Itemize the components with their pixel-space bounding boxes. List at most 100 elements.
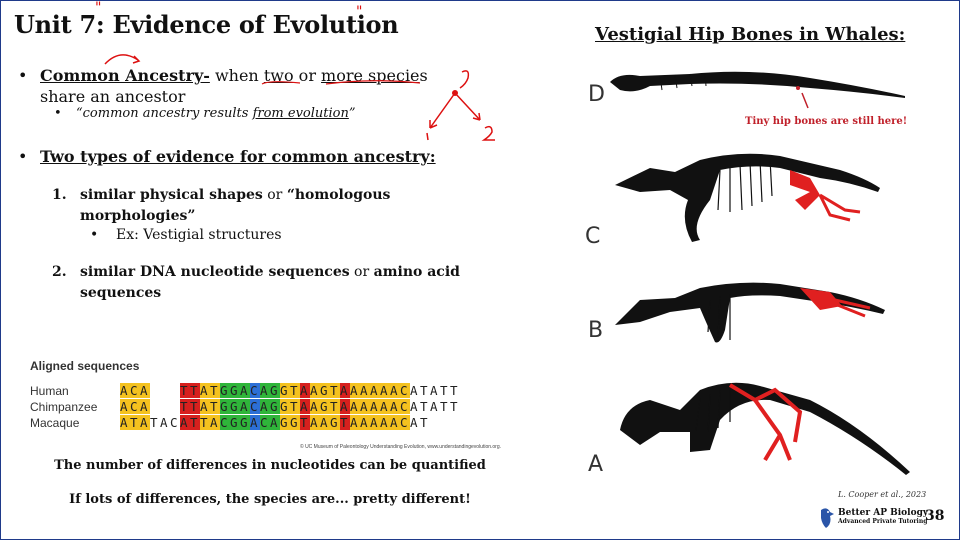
nucleotide: C	[130, 383, 141, 398]
text: two	[263, 66, 294, 85]
text: “homologous morphologies”	[80, 187, 391, 224]
nucleotide	[150, 399, 160, 414]
nucleotide: A	[260, 383, 271, 398]
nucleotide: A	[120, 399, 131, 414]
nucleotide: G	[240, 415, 251, 430]
brand-tagline: Advanced Private Tutoring	[838, 518, 928, 525]
nucleotide: G	[320, 383, 331, 398]
nucleotide: G	[230, 399, 241, 414]
nucleotide: A	[120, 383, 131, 398]
text: Ex: Vestigial structures	[116, 227, 282, 243]
nucleotide: T	[420, 415, 431, 430]
skeleton-label-a: A	[588, 452, 604, 477]
nucleotide: A	[160, 415, 171, 430]
nucleotide: T	[330, 399, 341, 414]
nucleotide: G	[280, 415, 291, 430]
nucleotide: A	[260, 399, 271, 414]
text: similar DNA nucleotide sequences	[80, 264, 350, 280]
nucleotide: T	[130, 415, 141, 430]
nucleotide: G	[270, 399, 281, 414]
nucleotide: A	[120, 415, 131, 430]
evidence-item-2: 2. similar DNA nucleotide sequences or a…	[52, 262, 480, 304]
text: when	[209, 66, 264, 85]
nucleotide: G	[220, 399, 231, 414]
nucleotide: A	[390, 383, 401, 398]
nucleotide: C	[260, 415, 271, 430]
nucleotide: A	[410, 399, 421, 414]
text: “common ancestry results	[76, 106, 253, 121]
nucleotide: T	[450, 383, 461, 398]
nucleotide: G	[230, 383, 241, 398]
nucleotide: A	[430, 383, 441, 398]
nucleotide: A	[350, 383, 361, 398]
nucleotide: A	[140, 399, 151, 414]
nucleotide: A	[180, 415, 191, 430]
nucleotide: A	[250, 415, 261, 430]
alignment-species-label: Chimpanzee	[30, 400, 98, 414]
bullet-common-ancestry: • Common Ancestry- when two or more spec…	[18, 66, 428, 106]
nucleotide: A	[310, 399, 321, 414]
text: s share an ancestor	[40, 66, 428, 106]
skeleton-label-b: B	[588, 318, 604, 343]
nucleotide: T	[450, 399, 461, 414]
text: ”	[348, 106, 356, 121]
nucleotide: A	[140, 383, 151, 398]
text: or	[349, 264, 374, 280]
nucleotide: G	[280, 383, 291, 398]
nucleotide: A	[370, 415, 381, 430]
nucleotide: A	[350, 399, 361, 414]
nucleotide: A	[240, 383, 251, 398]
nucleotide: A	[360, 399, 371, 414]
nucleotide: T	[190, 383, 201, 398]
nucleotide	[170, 383, 180, 398]
nucleotide: C	[220, 415, 231, 430]
nucleotide: A	[300, 383, 311, 398]
nucleotide: C	[400, 415, 411, 430]
nucleotide: C	[250, 399, 261, 414]
nucleotide: A	[380, 399, 391, 414]
nucleotide: A	[370, 383, 381, 398]
whale-figure-title: Vestigial Hip Bones in Whales:	[595, 24, 906, 45]
figure-citation: L. Cooper et al., 2023	[838, 490, 927, 499]
nucleotide: C	[400, 383, 411, 398]
nucleotide: T	[300, 415, 311, 430]
handwritten-mark: "	[356, 4, 363, 20]
nucleotide: A	[140, 415, 151, 430]
nucleotide: A	[390, 399, 401, 414]
nucleotide: T	[420, 383, 431, 398]
skeleton-label-c: C	[585, 224, 601, 249]
nucleotide: A	[300, 399, 311, 414]
nucleotide	[170, 399, 180, 414]
nucleotide: A	[430, 399, 441, 414]
nucleotide: A	[200, 383, 211, 398]
nucleotide: C	[130, 399, 141, 414]
text: amino acid sequences	[80, 264, 460, 301]
brand: Better AP Biology Advanced Private Tutor…	[838, 508, 928, 525]
alignment-title: Aligned sequences	[30, 359, 140, 373]
nucleotide: A	[410, 415, 421, 430]
nucleotide: T	[180, 383, 191, 398]
nucleotide: T	[440, 383, 451, 398]
page-title: Unit 7: Evidence of Evolution	[14, 10, 399, 39]
handwritten-mark: "	[95, 0, 102, 16]
nucleotide: A	[340, 399, 351, 414]
text: similar physical shapes	[80, 187, 263, 203]
nucleotide: A	[380, 415, 391, 430]
nucleotide	[160, 383, 170, 398]
nucleotide: T	[190, 399, 201, 414]
evidence-item-1: 1. similar physical shapes or “homologou…	[52, 185, 440, 227]
nucleotide: G	[230, 415, 241, 430]
nucleotide: T	[190, 415, 201, 430]
nucleotide: T	[290, 399, 301, 414]
whale-skeleton-figure	[610, 71, 910, 475]
nucleotide: A	[360, 415, 371, 430]
nucleotide: A	[210, 415, 221, 430]
nucleotide: C	[170, 415, 181, 430]
text: or	[293, 66, 322, 85]
text: or	[262, 187, 287, 203]
nucleotide: G	[320, 399, 331, 414]
nucleotide	[150, 383, 160, 398]
